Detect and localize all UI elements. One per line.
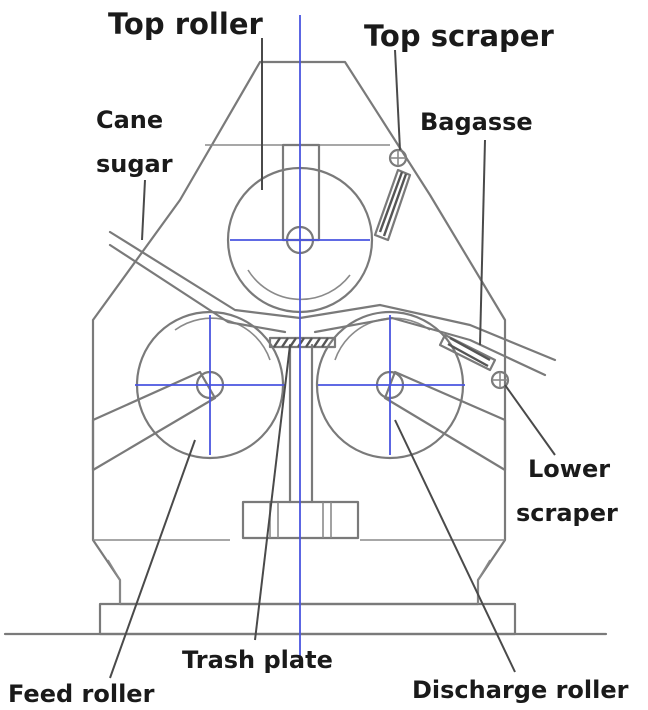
base-plinth <box>98 602 517 636</box>
lower-scraper <box>438 333 510 390</box>
top-scraper <box>373 148 412 242</box>
leader-top-scraper <box>394 49 401 151</box>
feed-roller-rotation-arc <box>174 317 271 361</box>
label-feed-roller: Feed roller <box>8 680 155 708</box>
leader-cane <box>141 179 146 241</box>
top-roller-rotation-arc <box>247 269 351 301</box>
leader-trash-plate <box>254 344 291 641</box>
leader-lower-scraper <box>504 384 556 456</box>
leader-lines <box>109 38 556 679</box>
label-bagasse: Bagasse <box>420 108 533 136</box>
center-lines <box>135 15 465 660</box>
top-roller-housing <box>281 143 321 242</box>
label-top-roller: Top roller <box>108 7 263 41</box>
leader-bagasse <box>479 139 486 346</box>
frame-left-foot <box>107 559 121 604</box>
label-trash-plate: Trash plate <box>182 646 333 674</box>
label-cane-line2: sugar <box>96 150 173 178</box>
leader-feed-roller <box>109 439 196 679</box>
bagasse-chute-lower <box>313 316 547 377</box>
trash-plate <box>268 336 337 349</box>
label-top-scraper: Top scraper <box>364 19 554 53</box>
discharge-side-arm <box>383 370 507 472</box>
label-discharge-roller: Discharge roller <box>412 676 629 704</box>
bagasse-chute <box>298 303 557 362</box>
feed-side-arm <box>91 370 217 472</box>
cane-feed-chute <box>108 230 302 320</box>
label-lower-line2: scraper <box>516 499 618 527</box>
label-lower-line1: Lower <box>528 455 610 483</box>
label-cane-line1: Cane <box>96 106 163 134</box>
leader-discharge-roller <box>394 419 516 673</box>
cane-feed-chute-lower <box>108 243 287 334</box>
